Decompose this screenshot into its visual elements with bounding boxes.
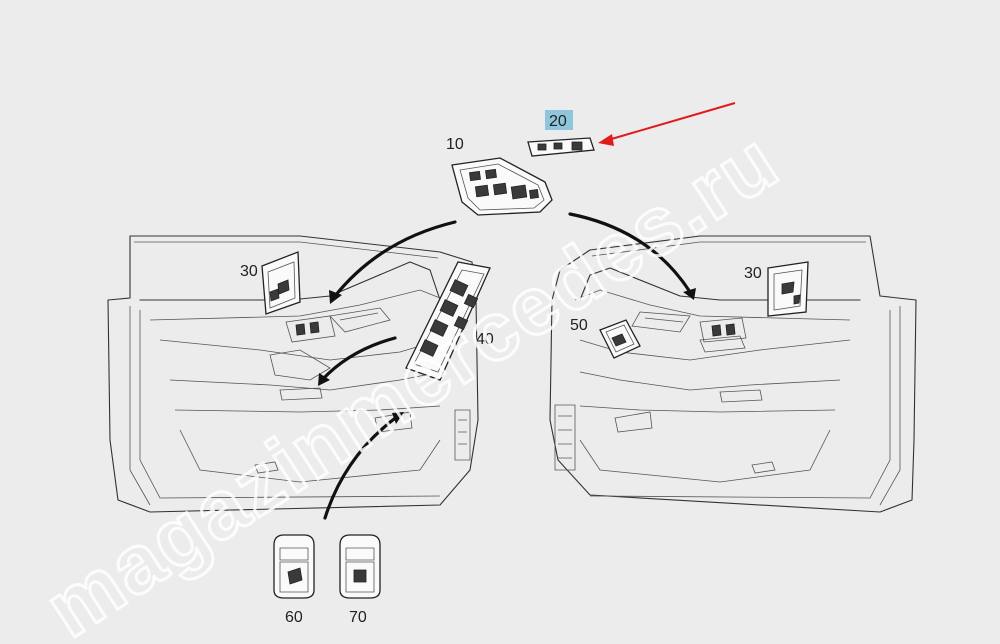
arrow-10-to-right-door	[568, 212, 692, 294]
arrow-10-to-left-door	[333, 220, 457, 298]
part-70-switch	[339, 534, 381, 599]
callout-20: 20	[549, 113, 567, 130]
part-20-switch	[527, 137, 595, 157]
part-60-switch	[273, 534, 315, 599]
part-10-seat-switch	[451, 157, 553, 216]
callout-40: 40	[476, 331, 494, 348]
callout-10: 10	[446, 136, 464, 153]
part-50-switch	[599, 319, 641, 359]
watermark: magazinmercedes.ru	[30, 115, 794, 644]
right-door-panel	[549, 235, 917, 513]
leader-arrows	[318, 212, 696, 520]
arrowhead-60-70	[392, 412, 404, 424]
arrowhead-40	[318, 373, 330, 386]
part-30-right-switch	[767, 261, 809, 317]
arrowhead-10-right	[683, 288, 696, 300]
callout-30-left: 30	[240, 263, 258, 280]
arrow-60-70-to-left-door	[323, 414, 400, 520]
arrowhead-10-left	[329, 290, 342, 304]
red-pointer-arrow	[598, 102, 736, 146]
part-30-left-switch	[261, 251, 301, 315]
callout-50: 50	[570, 317, 588, 334]
callout-30-right: 30	[744, 265, 762, 282]
part-40-window-switch-block	[405, 261, 491, 381]
callout-20-highlight	[545, 110, 573, 130]
arrow-40-to-left-door	[320, 336, 397, 382]
callout-60: 60	[285, 609, 303, 626]
callout-70: 70	[349, 609, 367, 626]
